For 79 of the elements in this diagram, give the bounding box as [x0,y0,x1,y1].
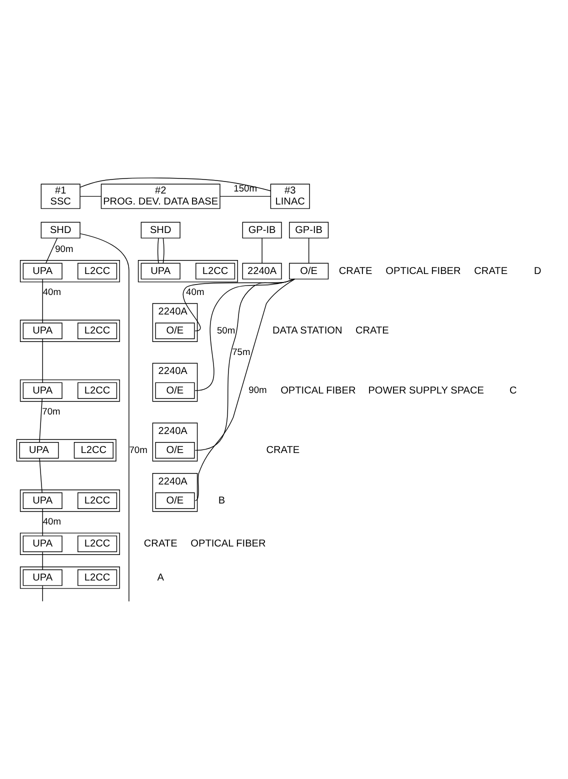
label: OPTICAL FIBER [280,384,356,396]
edge-label: 150m [234,183,258,194]
node-box: L2CC [74,442,114,458]
node-box: L2CC [78,262,118,279]
connector [39,457,42,493]
node-box: UPA [19,442,59,458]
edge-label: 40m [42,516,62,526]
cluster [20,319,120,342]
connector [220,195,271,196]
node-box: L2CC [78,568,118,586]
node-box: UPA [22,382,62,398]
node-box: O/E [155,382,195,398]
label: CRATE [266,444,300,456]
edge-label: 90m [55,244,74,254]
cluster [20,489,120,512]
connector [42,584,43,602]
label: CRATE [144,538,178,550]
edge-label: 75m [232,346,250,356]
cluster [20,260,120,282]
cluster [20,566,120,588]
node-box: L2CC [78,535,118,552]
edge-label: 70m [129,444,148,454]
cluster [20,532,120,554]
node-box: O/E [155,492,195,508]
node-box: L2CC [196,262,236,279]
connector [308,237,310,264]
label: OPTICAL FIBER [386,265,461,276]
node-box: O/E [155,442,195,458]
connector [194,278,294,390]
label: DATA STATION [272,325,342,336]
connector [194,278,294,450]
connector [182,278,295,331]
node-box: GP-IB [242,221,282,238]
connector [80,195,102,196]
label: A [157,572,164,583]
node-box: #3 LINAC [270,183,310,208]
cluster [138,260,238,282]
edge-label: 70m [42,406,60,416]
node-box: UPA [22,535,62,552]
edge-label: 40m [186,286,204,297]
connector [162,237,164,264]
node-box: GP-IB [289,221,329,238]
label: C [510,384,517,396]
connector [42,508,43,536]
node-box: L2CC [78,492,118,508]
node-box: UPA [22,322,62,339]
cluster [16,438,116,461]
label: CRATE [355,325,389,336]
node-box: UPA [22,262,62,279]
label: CRATE [474,265,508,276]
edge-label: 90m [248,384,267,395]
label: D [534,265,542,276]
connector [46,237,58,264]
connector [80,177,272,191]
node-box: 2240A [242,262,282,279]
node-box: #2 PROG. DEV. DATA BASE [100,183,220,208]
label: CRATE [338,265,372,276]
connector [42,338,43,382]
node-box: #1 SSC [40,183,80,208]
label: OPTICAL FIBER [190,538,266,550]
node-box: SHD [140,221,180,238]
node-box: L2CC [78,322,118,339]
node-box: UPA [22,568,62,586]
node-box: UPA [22,492,62,508]
edge-label: 50m [216,324,236,335]
connector [42,278,43,323]
node-box: SHD [40,221,80,238]
connector [42,551,43,570]
node-box: UPA [140,262,180,279]
connector [39,398,43,442]
connector [158,237,159,264]
node-box: L2CC [78,382,118,398]
edge-label: 40m [42,286,62,297]
cluster [20,378,120,402]
label: B [218,494,226,506]
node-box: O/E [289,262,329,279]
connector [80,232,130,602]
label: POWER SUPPLY SPACE [368,384,484,396]
node-box: O/E [155,322,195,339]
